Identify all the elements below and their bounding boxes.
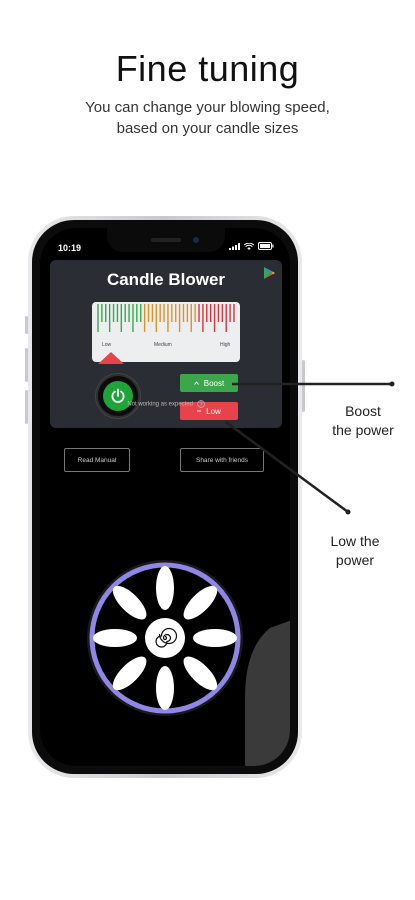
power-icon [111,388,125,403]
fan-blade [183,585,218,620]
gauge-label-low: Low [102,342,112,348]
phone-frame: 10:19 Candle Blower Low Medium [25,216,305,778]
phone-power-button [302,360,305,412]
phone-screen: 10:19 Candle Blower Low Medium [40,228,290,766]
boost-callout-line-1: Boost [345,403,381,419]
low-callout-line-1: Low the [330,533,380,549]
gauge-ticks [97,304,235,332]
status-icons [229,242,274,250]
fan-blade [112,656,147,691]
blower-duct [245,620,290,766]
read-manual-button[interactable]: Read Manual [64,448,130,472]
chevron-up-icon [193,381,199,385]
notch-speaker [151,238,181,242]
share-button-label: Share with friends [195,456,249,464]
fan-blade [183,656,218,691]
share-button[interactable]: Share with friends [180,448,264,472]
signal-icon [229,242,240,250]
read-manual-label: Read Manual [77,456,117,464]
power-button-face [103,381,133,411]
phone-side-button [25,316,28,334]
blower-fan[interactable] [40,528,290,766]
phone-volume-down [25,390,28,424]
low-button-label: Low [206,406,221,416]
status-time: 10:19 [58,243,82,253]
battery-icon [258,242,274,250]
speed-gauge: Low Medium High [92,302,240,362]
fan-blade [193,629,237,647]
fan-blade [93,629,137,647]
subtitle-line-1: You can change your blowing speed, [85,99,330,116]
low-button[interactable]: Low [180,402,238,420]
minus-icon [197,410,202,412]
phone-volume-up [25,348,28,382]
phone-bezel: 10:19 Candle Blower Low Medium [32,220,298,774]
gauge-label-medium: Medium [154,342,172,348]
low-callout: Low the power [310,532,400,570]
boost-button[interactable]: Boost [180,374,238,392]
notch-camera [193,237,199,243]
fan-blades [93,566,237,710]
wifi-icon [244,242,254,250]
help-circle-icon [196,400,205,408]
fan-hub [145,618,185,658]
boost-button-label: Boost [203,378,225,388]
page-headline: Fine tuning [115,48,300,89]
not-working-text: Not working as expected [127,401,194,408]
phone-notch [107,228,225,252]
subtitle-line-2: based on your candle sizes [116,120,299,137]
control-card: Candle Blower Low Medium High [50,260,282,428]
not-working-link[interactable]: Not working as expected [40,400,290,408]
gauge-label-high: High [220,342,231,348]
gauge-pointer [98,352,124,364]
fan-blade [156,666,174,710]
spiral-icon [155,627,178,648]
fan-blade [156,566,174,610]
boost-callout-line-2: the power [332,422,394,438]
boost-callout: Boost the power [318,402,408,440]
boost-callout-dot [389,381,395,387]
low-callout-line-2: power [335,552,375,568]
page-subtitle: You can change your blowing speed, based… [0,97,415,139]
app-title: Candle Blower [106,270,226,289]
fan-blade [112,585,147,620]
low-callout-dot [345,509,351,515]
play-store-icon[interactable] [262,266,276,280]
power-button[interactable] [96,374,140,418]
